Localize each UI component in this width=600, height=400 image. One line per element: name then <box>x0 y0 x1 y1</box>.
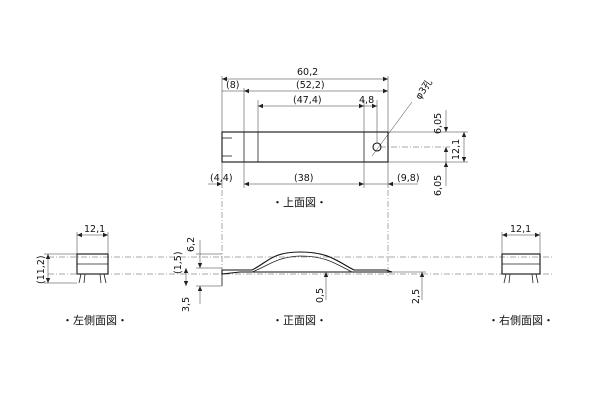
caption-left-view: ・左側面図・ <box>62 314 128 327</box>
dim-overall-width: 60,2 <box>297 67 318 78</box>
front-view-profile <box>221 251 393 275</box>
dim-right-width: 12,1 <box>510 224 531 235</box>
dim-front-right: 2,5 <box>411 289 422 304</box>
dim-front-offset: 3,5 <box>181 297 192 312</box>
dim-slot-width: (47,4) <box>293 95 322 106</box>
dim-front-thickness-b: 6,2 <box>186 237 197 252</box>
dim-bottom-left: (4,4) <box>210 173 233 184</box>
right-side-view: 12,1 ・右側面図・ <box>488 224 554 327</box>
front-view: (1,5) 6,2 3,5 0,5 2,5 ・正面図・ <box>173 237 426 327</box>
dim-left-offset: (8) <box>226 80 239 91</box>
caption-front-view: ・正面図・ <box>272 314 327 327</box>
top-view: 60,2 (8) (52,2) (47,4) 4,8 φ3孔 6,05 12,1… <box>208 67 468 209</box>
caption-right-view: ・右側面図・ <box>488 313 554 327</box>
dim-left-width: 12,1 <box>84 224 105 235</box>
dim-front-thickness-a: (1,5) <box>173 251 184 274</box>
dim-hole-note: φ3孔 <box>413 77 435 102</box>
dim-front-sheet: 0,5 <box>315 288 326 303</box>
dim-half-height-bottom: 6,05 <box>433 175 444 196</box>
caption-top-view: ・上面図・ <box>272 196 327 209</box>
top-view-outline <box>221 131 389 163</box>
hole-3mm <box>372 142 382 152</box>
dim-inner-width: (52,2) <box>296 80 325 91</box>
left-side-view: 12,1 (11,2) ・左側面図・ <box>36 224 128 327</box>
dim-bottom-center: (38) <box>294 173 314 184</box>
dim-hole-offset: 4,8 <box>359 95 374 106</box>
dim-half-height-top: 6,05 <box>433 113 444 134</box>
dim-left-height: (11,2) <box>36 255 47 284</box>
dim-height: 12,1 <box>451 139 462 160</box>
dim-bottom-right: (9,8) <box>397 173 420 184</box>
